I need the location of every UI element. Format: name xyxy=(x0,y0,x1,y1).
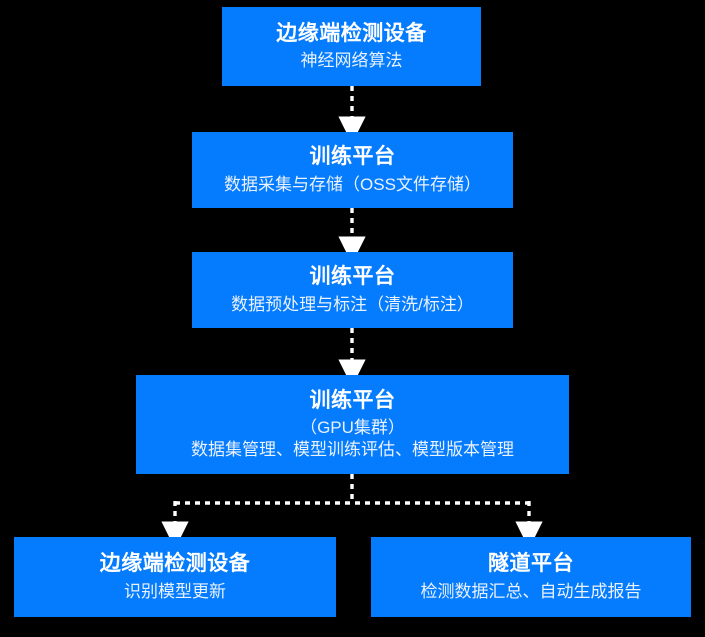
node-subtitle: 数据采集与存储（OSS文件存储） xyxy=(224,174,481,194)
node-subtitle: （GPU集群） xyxy=(300,418,405,438)
node-subtitle: 识别模型更新 xyxy=(124,581,226,601)
node-subtitle: 检测数据汇总、自动生成报告 xyxy=(420,581,642,601)
node-tunnel-platform[interactable]: 隧道平台 检测数据汇总、自动生成报告 xyxy=(371,537,691,617)
node-title: 边缘端检测设备 xyxy=(276,21,427,45)
node-train-gpu[interactable]: 训练平台 （GPU集群） 数据集管理、模型训练评估、模型版本管理 xyxy=(136,375,569,474)
node-train-storage[interactable]: 训练平台 数据采集与存储（OSS文件存储） xyxy=(192,132,513,208)
node-title: 训练平台 xyxy=(309,265,396,289)
node-subtitle-secondary: 数据集管理、模型训练评估、模型版本管理 xyxy=(191,440,514,460)
node-title: 隧道平台 xyxy=(488,552,574,576)
node-title: 训练平台 xyxy=(309,388,396,412)
node-edge-device-top[interactable]: 边缘端检测设备 神经网络算法 xyxy=(222,7,481,86)
node-subtitle: 数据预处理与标注（清洗/标注） xyxy=(231,294,474,314)
node-subtitle: 神经网络算法 xyxy=(300,51,403,71)
node-edge-device-bottom[interactable]: 边缘端检测设备 识别模型更新 xyxy=(14,537,336,617)
node-title: 训练平台 xyxy=(309,145,396,169)
node-title: 边缘端检测设备 xyxy=(99,552,251,576)
node-train-preproc[interactable]: 训练平台 数据预处理与标注（清洗/标注） xyxy=(192,252,513,328)
